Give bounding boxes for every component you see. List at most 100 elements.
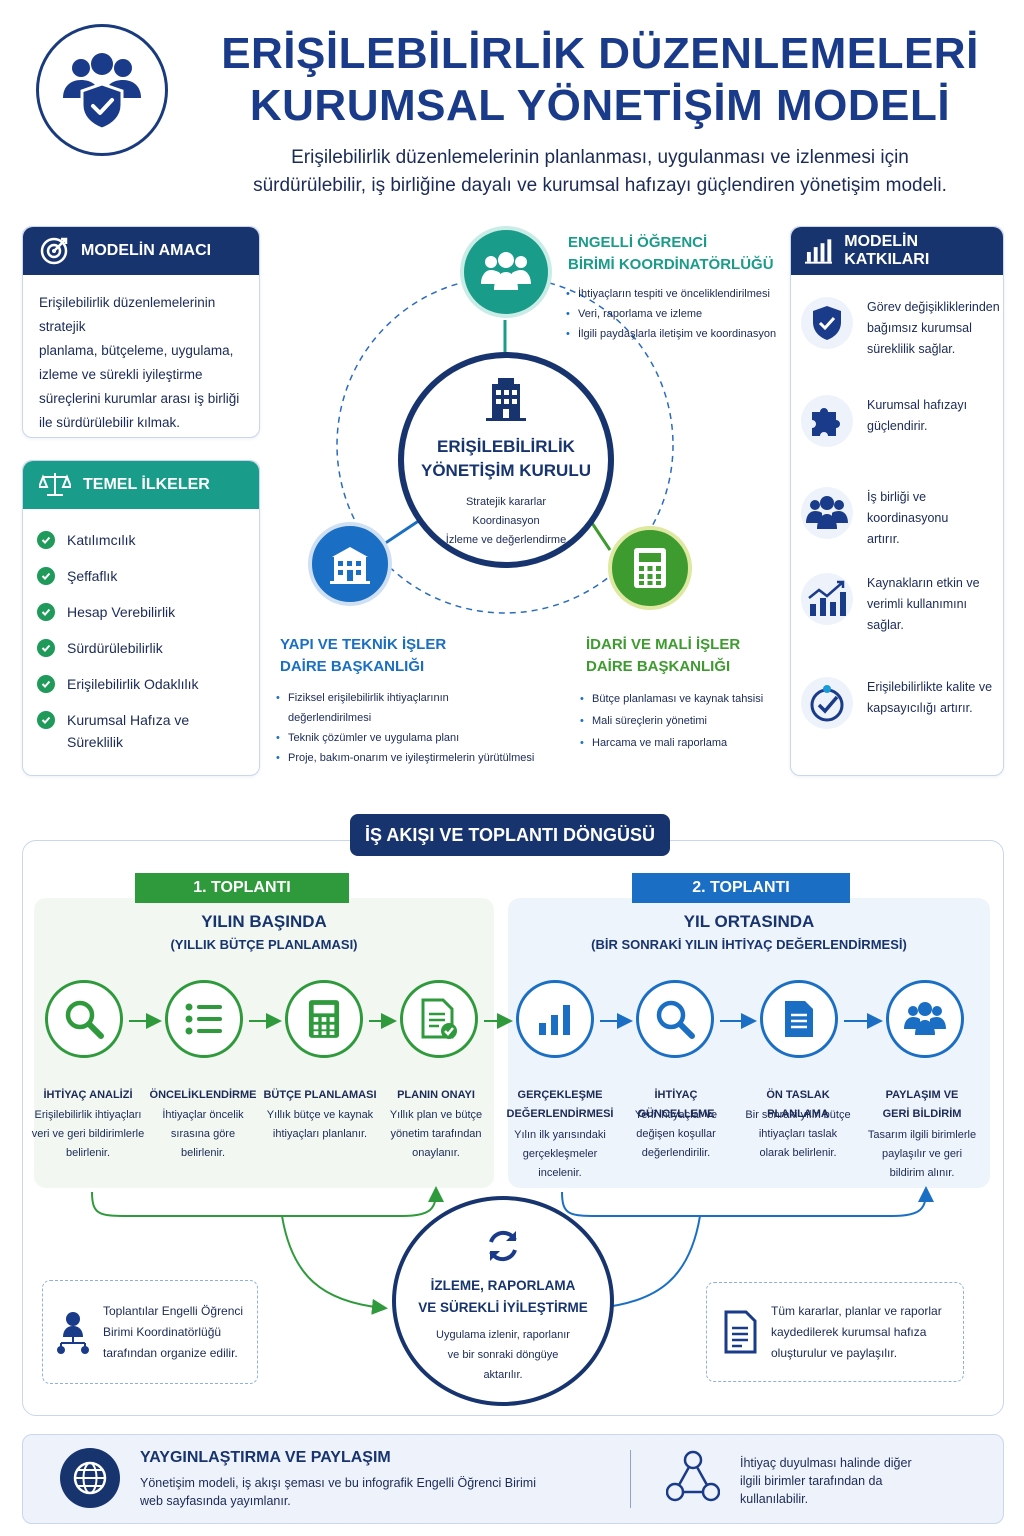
- puzzle-icon: [812, 408, 840, 436]
- bar-chart-icon: [539, 1005, 570, 1035]
- scales-icon: [39, 473, 71, 496]
- principles-list: Katılımcılık Şeffaflık Hesap Verebilirli…: [23, 509, 259, 753]
- principle-item: Şeffaflık: [37, 565, 259, 587]
- tech-unit-icon: [308, 522, 392, 606]
- dissemination-title: YAYGINLAŞTIRMA VE PAYLAŞIM: [140, 1449, 391, 1466]
- check-icon: [37, 639, 55, 657]
- dissemination-divider: [630, 1450, 631, 1508]
- people-shield-icon: [63, 53, 141, 130]
- globe-icon: [73, 1461, 107, 1495]
- meeting1-badge: 1. TOPLANTI: [135, 873, 349, 903]
- principles-card: TEMEL İLKELER Katılımcılık Şeffaflık Hes…: [22, 460, 260, 776]
- globe-badge: [60, 1448, 120, 1508]
- bar-chart-icon: [805, 239, 833, 264]
- purpose-card-header: MODELİN AMACI: [23, 227, 259, 275]
- purpose-text: Erişilebilirlik düzenlemelerinin stratej…: [39, 295, 240, 430]
- meeting2-heading: YIL ORTASINDA (BİR SONRAKİ YILIN İHTİYAÇ…: [591, 912, 907, 952]
- check-icon: [37, 603, 55, 621]
- student-unit-icon: [460, 226, 552, 318]
- group-icon: [904, 1002, 946, 1035]
- purpose-card: MODELİN AMACI Erişilebilirlik düzenlemel…: [22, 226, 260, 438]
- organizer-icon: [57, 1312, 89, 1354]
- document-icon: [724, 1310, 757, 1354]
- check-icon: [37, 675, 55, 693]
- principles-title: TEMEL İLKELER: [83, 476, 210, 493]
- step-title: ÖN TASLAK PLANLAMA: [766, 1089, 830, 1120]
- meeting2-badge: 2. TOPLANTI: [632, 873, 850, 903]
- group-icon: [806, 496, 848, 529]
- step-realization-review: [516, 980, 594, 1058]
- principle-item: Sürdürülebilirlik: [37, 637, 259, 659]
- principle-item: Katılımcılık: [37, 529, 259, 551]
- step-prioritization: [165, 980, 243, 1058]
- step-title: İHTİYAÇ ANALİZİ: [43, 1089, 133, 1101]
- growth-chart-icon: [808, 580, 846, 616]
- network-icon: [666, 1450, 720, 1502]
- document-check-icon: [421, 998, 457, 1039]
- step-plan-approval: [400, 980, 478, 1058]
- principles-card-header: TEMEL İLKELER: [23, 461, 259, 509]
- meeting1-heading: YILIN BAŞINDA (YILLIK BÜTÇE PLANLAMASI): [170, 912, 358, 952]
- step-needs-analysis: [45, 980, 123, 1058]
- check-icon: [37, 711, 55, 729]
- step-budget-planning: [285, 980, 363, 1058]
- contributions-card-header: MODELİN KATKILARI: [791, 227, 1003, 275]
- dissemination-text: Yönetişim modeli, iş akışı şeması ve bu …: [140, 1476, 536, 1508]
- step-title: ÖNCELİKLENDİRME: [149, 1089, 257, 1101]
- step-draft-planning: [760, 980, 838, 1058]
- group-icon: [481, 252, 531, 290]
- refresh-icon: [489, 1230, 517, 1262]
- check-icon: [37, 567, 55, 585]
- purpose-title: MODELİN AMACI: [81, 242, 212, 259]
- header-logo: [36, 24, 168, 156]
- building-icon: [486, 378, 526, 421]
- target-icon: [40, 237, 68, 265]
- step-title: BÜTÇE PLANLAMASI: [263, 1089, 377, 1101]
- admin-unit-list: Bütçe planlaması ve kaynak tahsisiMali s…: [580, 688, 763, 754]
- step-title: İHTİYAÇ GÜNCELLEME: [637, 1089, 715, 1120]
- workflow-title: İŞ AKIŞI VE TOPLANTI DÖNGÜSÜ: [350, 814, 670, 856]
- step-needs-update: [636, 980, 714, 1058]
- contributions-card: MODELİN KATKILARI Görev değişikliklerind…: [790, 226, 1004, 776]
- check-icon: [37, 531, 55, 549]
- step-sharing-feedback: [886, 980, 964, 1058]
- calculator-icon: [308, 1000, 340, 1038]
- calculator-icon: [634, 548, 666, 588]
- student-unit-list: İhtiyaçların tespiti ve önceliklendirilm…: [566, 284, 776, 344]
- search-icon: [65, 1000, 104, 1039]
- building-icon: [330, 547, 370, 584]
- principle-item: Hesap Verebilirlik: [37, 601, 259, 623]
- principle-item: Erişilebilirlik Odaklılık: [37, 673, 259, 695]
- page-subtitle: Erişilebilirlik düzenlemelerinin planlan…: [253, 147, 947, 196]
- shield-check-icon: [813, 306, 841, 340]
- contributions-title: MODELİN KATKILARI: [844, 233, 930, 268]
- document-icon: [785, 1001, 813, 1037]
- step-title: PLANIN ONAYI: [397, 1089, 475, 1101]
